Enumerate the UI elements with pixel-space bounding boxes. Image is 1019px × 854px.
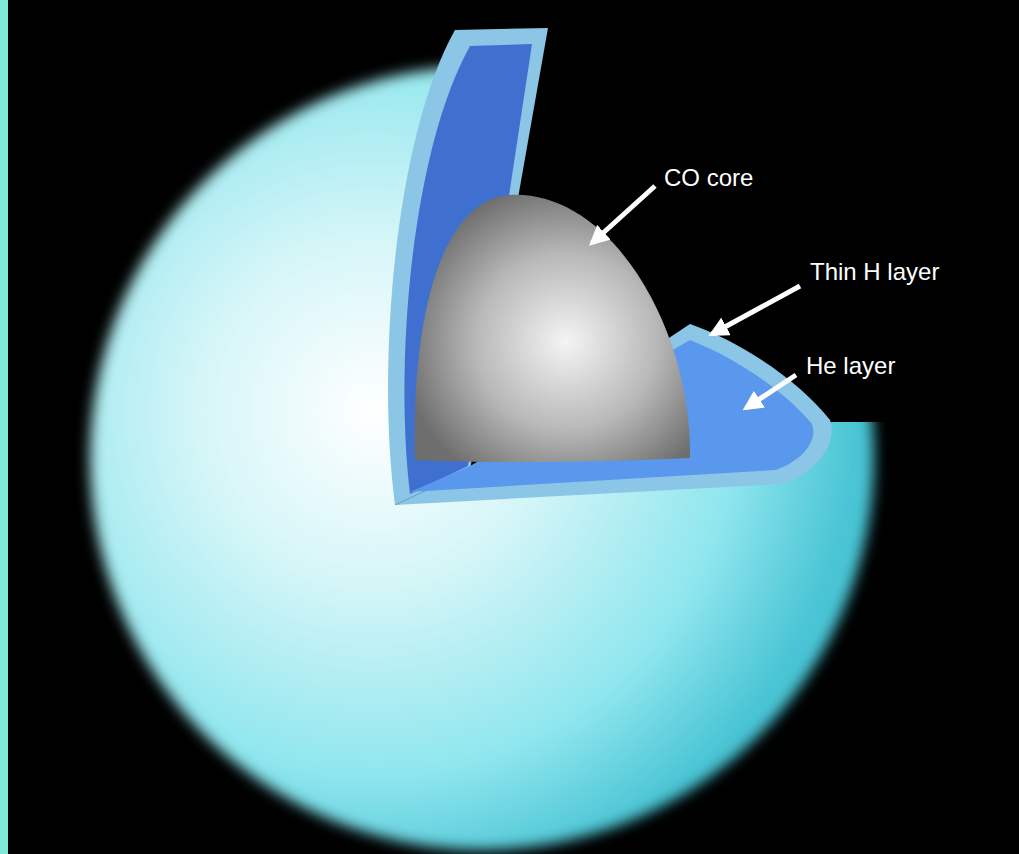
side-strip [0, 0, 8, 854]
leader-arrow [746, 375, 796, 408]
leader-arrow [712, 286, 800, 334]
part-label: He layer [806, 352, 895, 381]
part-label: CO core [664, 164, 753, 193]
cutaway-gap [395, 0, 1019, 505]
leader-arrow [592, 186, 655, 243]
co-core [415, 195, 690, 462]
part-label: Thin H layer [810, 258, 939, 287]
